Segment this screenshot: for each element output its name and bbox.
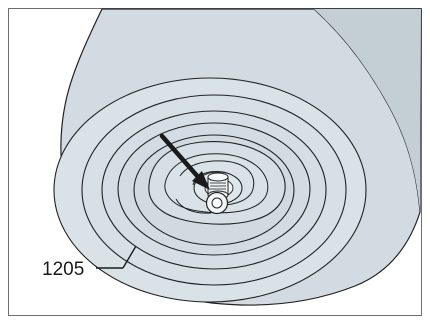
threaded-stud-icon	[205, 172, 229, 215]
callout-leader-line-angled	[122, 245, 137, 269]
spool-body	[53, 8, 422, 306]
arrow-icon	[159, 133, 210, 190]
callout-label: 1205	[42, 259, 84, 280]
